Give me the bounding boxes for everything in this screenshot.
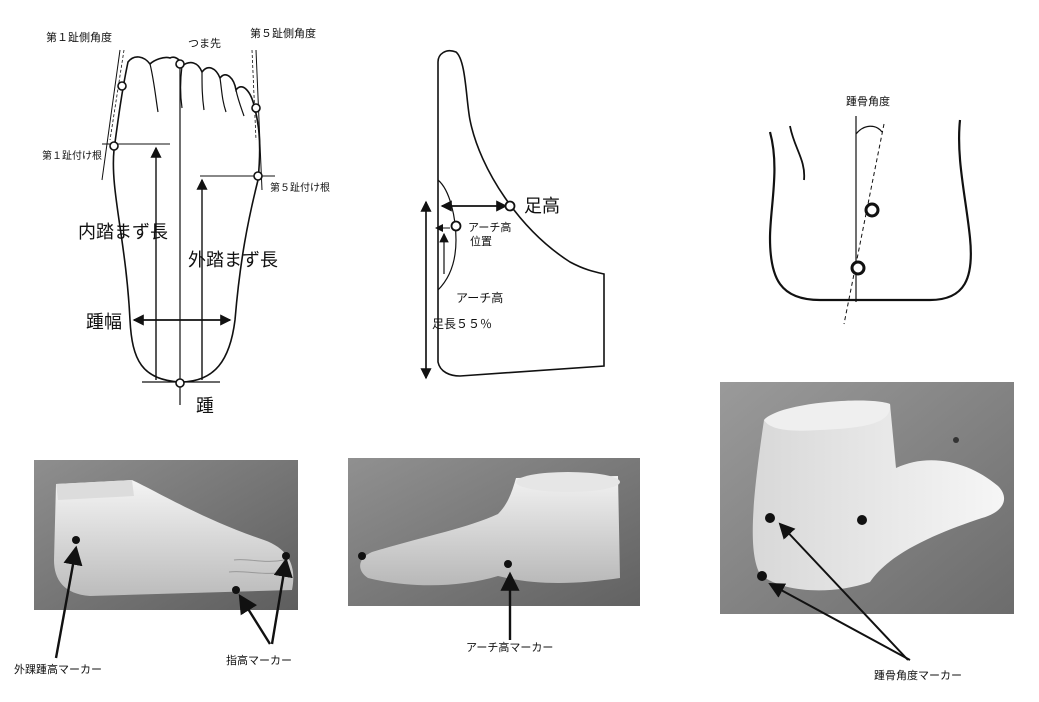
photo-rear-foot-image: [720, 382, 1014, 614]
heel-rear-drawing: [768, 116, 972, 325]
arch-height-label: アーチ高: [456, 291, 504, 305]
fifth-toe-angle-label: 第５趾側角度: [250, 27, 316, 40]
lateral-malleolus-marker-label: 外踝踵高マーカー: [14, 663, 102, 676]
toe-dot-2: [282, 552, 290, 560]
heel-contour: [768, 119, 972, 302]
arch-height-position-label-1: アーチ高: [468, 221, 512, 234]
foot-height-marker: [504, 200, 516, 212]
photo-lateral-foot-image: [34, 460, 298, 610]
fifth-base-marker: [253, 171, 263, 181]
photo-rear-foot: [720, 382, 1014, 614]
photo-lateral-foot: [34, 460, 298, 610]
toe-dot-1: [232, 586, 240, 594]
side-profile-drawing: [420, 49, 605, 380]
foot-contour: [112, 56, 261, 383]
heel-marker: [175, 378, 185, 388]
heel-label: 踵: [196, 396, 214, 417]
calcaneus-angle-label: 踵骨角度: [846, 95, 890, 108]
lateral-malleolus-dot: [72, 536, 80, 544]
toe-tip-marker: [175, 59, 185, 69]
arch-height-marker-label: アーチ高マーカー: [466, 641, 554, 654]
side-profile-diagram: 足高 アーチ高 位置 アーチ高 足長５５％: [410, 40, 630, 390]
calcaneus-dot-3: [757, 571, 767, 581]
calcaneus-marker-upper: [864, 202, 880, 218]
heel-rear-diagram: 踵骨角度: [760, 88, 990, 338]
calcaneus-dot-1: [765, 513, 775, 523]
calcaneus-angle-marker-label: 踵骨角度マーカー: [874, 669, 962, 682]
foot-outline-drawing: [101, 49, 275, 405]
toe-height-marker-label: 指高マーカー: [226, 654, 292, 667]
fifth-toe-base-label: 第５趾付け根: [270, 183, 330, 194]
photo-medial-foot-image: [348, 458, 640, 606]
arch-height-position-label-2: 位置: [470, 235, 492, 248]
fifth-toe-marker: [251, 103, 261, 113]
calcaneus-marker-lower: [850, 260, 866, 276]
photo-medial-foot: [348, 458, 640, 606]
calcaneus-dot-2: [857, 515, 867, 525]
first-toe-base-label: 第１趾付け根: [42, 151, 102, 162]
foot-length-55-label: 足長５５％: [432, 317, 493, 331]
outer-ball-length-label: 外踏まず長: [188, 250, 278, 271]
first-base-marker: [109, 141, 119, 151]
heel-width-label: 踵幅: [86, 312, 122, 333]
arch-dot: [504, 560, 512, 568]
toe-tip-label: つま先: [188, 37, 221, 50]
foot-height-label: 足高: [524, 196, 560, 217]
first-toe-marker: [117, 81, 127, 91]
foot-outline-diagram: 第１趾側角度 つま先 第５趾側角度 第１趾付け根 第５趾付け根 内踏まず長 外踏…: [30, 20, 350, 420]
inner-ball-length-label: 内踏まず長: [78, 222, 168, 243]
first-toe-angle-label: 第１趾側角度: [46, 31, 112, 44]
arch-position-marker: [450, 220, 462, 232]
toe-end-dot: [358, 552, 366, 560]
